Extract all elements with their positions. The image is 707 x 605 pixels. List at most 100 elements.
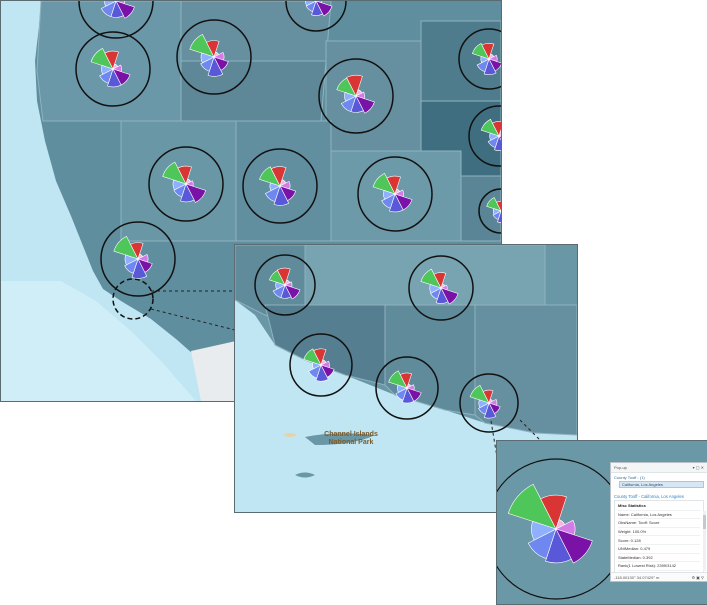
pie-sector [471, 42, 490, 60]
pie-sector [312, 362, 322, 370]
pie-sector [433, 272, 447, 289]
popup-tree[interactable]: County Tooff - (1) California, Los Angel… [611, 473, 707, 490]
pie-sector [478, 399, 490, 409]
pie-sector [107, 68, 122, 88]
pie-sector [496, 200, 501, 212]
pie-sector [507, 483, 557, 530]
tree-layer-item[interactable]: County Tooff - (1) [614, 475, 645, 480]
pie-sector [527, 528, 557, 559]
popup-panel[interactable]: Pop-up ▾ ▢ ✕ County Tooff - (1) Californ… [610, 462, 707, 582]
pie-sector [489, 132, 500, 141]
pie-sector [124, 254, 139, 266]
popup-row: Name: California, Los Angeles [618, 511, 700, 520]
pie-sector [492, 121, 501, 137]
popup-row: UNIMedian: 0.479 [618, 545, 700, 554]
coastal-shelf [1, 281, 236, 401]
pie-sector [483, 402, 497, 419]
pie-sector [189, 33, 215, 58]
pie-sector [115, 1, 135, 19]
pie-ring[interactable] [478, 188, 501, 234]
pie-sector [340, 95, 357, 113]
pie-sector [482, 389, 494, 404]
popup-title: Pop-up [614, 465, 627, 470]
pie-sector [272, 284, 286, 299]
pie-sector [259, 166, 281, 187]
popup-scrollbar[interactable] [703, 511, 706, 571]
pie-sector [540, 494, 567, 530]
pie-ring[interactable] [458, 28, 501, 90]
pie-sector [104, 1, 117, 7]
pie-ring[interactable] [176, 19, 252, 95]
pie-sector [99, 68, 114, 84]
pie-ring[interactable] [289, 333, 353, 397]
pie-sector [399, 372, 413, 389]
pie-sector [264, 185, 281, 203]
pie-sector [355, 95, 375, 114]
pie-sector [130, 242, 144, 260]
popup-attributes: Misc Statistics Name: California, Los An… [614, 500, 704, 573]
pie-sector [308, 364, 322, 379]
pie-sector [381, 193, 396, 209]
tree-feature-item[interactable]: California, Los Angeles [619, 481, 704, 488]
popup-row: ObsName: Tooff: Score [618, 519, 700, 528]
pie-sector [478, 402, 490, 415]
pie-sector [480, 56, 490, 64]
pie-ring[interactable] [318, 58, 394, 134]
popup-row: Weight: 100.0% [618, 528, 700, 537]
pie-sector [104, 50, 119, 70]
pie-sector [200, 52, 215, 64]
island-label-line1: Channel Islands [324, 431, 378, 438]
pie-ring[interactable] [357, 156, 433, 232]
pie-sector [173, 183, 187, 198]
pie-ring[interactable] [468, 105, 501, 167]
pie-sector [493, 208, 501, 215]
pie-ring[interactable] [100, 221, 176, 297]
footer-tool-icons[interactable]: ⚙ ▣ ⚲ [691, 574, 704, 580]
pie-ring[interactable] [78, 1, 154, 39]
pie-ring[interactable] [408, 255, 474, 321]
popup-scroll-thumb[interactable] [703, 515, 706, 529]
pie-sector [346, 74, 363, 97]
pie-sector [395, 387, 408, 401]
pie-sector [487, 135, 500, 148]
popup-window-controls[interactable]: ▾ ▢ ✕ [692, 465, 704, 470]
pie-sector [305, 1, 317, 7]
pie-sector [100, 1, 117, 18]
popup-header: Pop-up ▾ ▢ ✕ [611, 463, 707, 473]
pie-sector [113, 235, 139, 260]
pie-symbols-main[interactable] [75, 1, 501, 297]
pie-sector [420, 268, 442, 289]
pie-sector [313, 348, 327, 366]
pie-sector [315, 1, 333, 17]
pie-ring[interactable] [459, 373, 519, 433]
pie-sector [270, 166, 287, 187]
pie-sector [545, 528, 572, 564]
pie-sector [207, 56, 224, 77]
pie-sector [131, 258, 148, 279]
pie-sector [101, 65, 114, 75]
pie-sector [555, 528, 593, 564]
pie-ring[interactable] [242, 148, 318, 224]
pie-sector [401, 387, 415, 404]
island-label-line2: National Park [329, 439, 374, 446]
pie-sector [397, 384, 408, 393]
pie-sector [388, 370, 408, 389]
pie-ring[interactable] [254, 254, 316, 316]
pie-sector [429, 284, 442, 294]
popup-row: StateMedian: 0.392 [618, 554, 700, 563]
pie-sector [476, 58, 490, 73]
pie-sector [531, 521, 557, 541]
pie-ring[interactable] [375, 356, 439, 420]
pie-sector [389, 193, 404, 213]
pie-sector [180, 183, 195, 203]
pie-ring[interactable] [285, 1, 347, 32]
pie-sector [177, 165, 192, 185]
pie-symbol-detail[interactable] [497, 458, 627, 600]
pie-symbols-zoom[interactable] [254, 254, 519, 433]
popup-row: Misc Statistics [618, 502, 700, 511]
pie-ring[interactable] [75, 31, 151, 107]
zoom-islands: Channel Islands National Park [283, 431, 378, 478]
pie-ring[interactable] [148, 146, 224, 222]
pie-sector [90, 48, 114, 70]
zoom-land [235, 245, 577, 436]
